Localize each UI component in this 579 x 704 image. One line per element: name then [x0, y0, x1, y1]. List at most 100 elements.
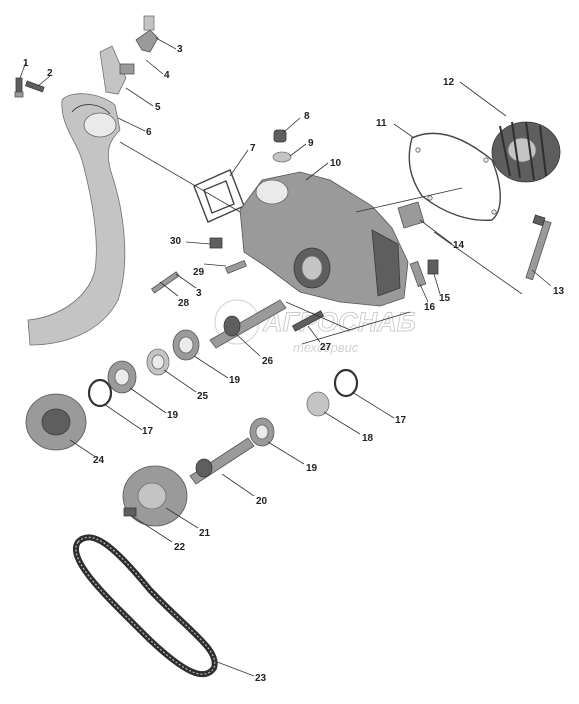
- callout-22: 22: [131, 515, 186, 553]
- callout-9: 9: [289, 138, 314, 157]
- callout-19-top: 19: [193, 355, 241, 386]
- callout-26: 26: [235, 333, 274, 367]
- bearing-part: [172, 329, 200, 361]
- callout-label-19-bottom: 19: [306, 463, 318, 474]
- callout-label-18: 18: [362, 433, 374, 444]
- plug-part: [273, 129, 287, 143]
- callout-23: 23: [211, 659, 267, 684]
- callout-label-15: 15: [439, 293, 451, 304]
- callout-19-bottom: 19: [267, 441, 318, 474]
- bolt-part: [14, 77, 24, 98]
- impeller-gasket-part: [408, 132, 501, 221]
- callout-7: 7: [229, 143, 256, 177]
- callout-label-30: 30: [170, 236, 182, 247]
- callout-14: 14: [419, 219, 465, 251]
- bearing-part-left: [107, 360, 137, 394]
- callout-label-24: 24: [93, 455, 105, 466]
- callout-label-26: 26: [262, 356, 274, 367]
- outlet-pipe-part: [27, 93, 126, 346]
- callout-label-28: 28: [178, 298, 190, 309]
- callout-label-8: 8: [304, 111, 310, 122]
- callout-label-23: 23: [255, 673, 267, 684]
- callout-label-25: 25: [197, 391, 209, 402]
- pulley-nut-part: [123, 507, 137, 517]
- callout-17-right: 17: [351, 391, 407, 426]
- stud-part: [409, 260, 427, 288]
- spacer-part: [146, 348, 170, 376]
- watermark: АГРОСНАБ техсервис: [214, 299, 416, 355]
- callout-label-16: 16: [424, 302, 436, 313]
- pump-housing-part: [239, 171, 409, 307]
- callout-label-20: 20: [256, 496, 268, 507]
- callout-1: 1: [19, 58, 29, 79]
- callout-label-6: 6: [146, 127, 152, 138]
- bearing-part-lower: [249, 417, 275, 447]
- callout-17-left: 17: [103, 403, 154, 437]
- callout-label-17-right: 17: [395, 415, 407, 426]
- callout-label-11: 11: [376, 118, 387, 129]
- callout-3-middle: 3: [175, 273, 202, 299]
- callout-30: 30: [170, 236, 211, 247]
- pump-shaft-part: [209, 299, 287, 349]
- callout-11: 11: [376, 118, 415, 139]
- callout-20: 20: [221, 473, 268, 507]
- callout-13: 13: [531, 269, 565, 297]
- long-bolt-part: [525, 214, 552, 281]
- callout-label-17-left: 17: [142, 426, 154, 437]
- elbow-fitting-part: [135, 15, 159, 53]
- callout-2: 2: [37, 68, 53, 87]
- callout-25: 25: [163, 369, 209, 402]
- callout-5: 5: [125, 87, 161, 113]
- short-stud-part: [225, 259, 247, 275]
- callout-12: 12: [443, 77, 507, 117]
- callout-label-27: 27: [320, 342, 332, 353]
- callout-label-19-top: 19: [229, 375, 241, 386]
- nut-part: [427, 259, 439, 275]
- callout-10: 10: [305, 158, 342, 181]
- pulley-part-drive: [122, 465, 188, 527]
- small-gasket-part: [193, 169, 245, 223]
- impeller-part: [491, 121, 561, 183]
- callout-label-12: 12: [443, 77, 455, 88]
- seal-ring-part: [272, 151, 292, 163]
- callout-19-left: 19: [129, 387, 179, 421]
- drain-plug-part: [209, 237, 223, 249]
- callout-21: 21: [165, 507, 211, 539]
- callout-label-22: 22: [174, 542, 186, 553]
- housing-bolt-part: [291, 310, 325, 332]
- snap-ring-part-right: [333, 368, 359, 398]
- callout-label-1: 1: [23, 58, 29, 69]
- callout-label-2: 2: [47, 68, 53, 79]
- pipe-fitting-part: [99, 45, 135, 95]
- oil-seal-part: [306, 391, 330, 417]
- callout-label-3-middle: 3: [196, 288, 202, 299]
- callout-8: 8: [283, 111, 310, 133]
- assembly-axis-lines: [119, 141, 523, 345]
- screw-part: [151, 271, 180, 294]
- watermark-subtitle: техсервис: [293, 340, 359, 355]
- small-bolt-part: [25, 80, 45, 93]
- callout-4: 4: [145, 59, 170, 81]
- callout-label-3-top: 3: [177, 44, 183, 55]
- bearing-cap-part: [397, 201, 425, 229]
- callout-label-5: 5: [155, 102, 161, 113]
- callout-16: 16: [419, 283, 436, 313]
- callout-24: 24: [69, 439, 105, 466]
- callout-label-7: 7: [250, 143, 256, 154]
- callout-label-13: 13: [553, 286, 565, 297]
- drive-belt-part: [73, 534, 218, 678]
- callout-label-19-left: 19: [167, 410, 179, 421]
- callout-28: 28: [159, 281, 190, 309]
- pulley-part-left: [25, 393, 87, 451]
- callout-18: 18: [323, 411, 374, 444]
- callout-label-10: 10: [330, 158, 342, 169]
- callout-label-29: 29: [193, 267, 205, 278]
- callout-label-9: 9: [308, 138, 314, 149]
- callout-6: 6: [117, 117, 152, 138]
- callout-15: 15: [433, 273, 451, 304]
- drive-shaft-part: [189, 437, 255, 485]
- snap-ring-part-left: [87, 378, 113, 408]
- watermark-brand: АГРОСНАБ: [262, 307, 416, 337]
- callout-27: 27: [307, 325, 332, 353]
